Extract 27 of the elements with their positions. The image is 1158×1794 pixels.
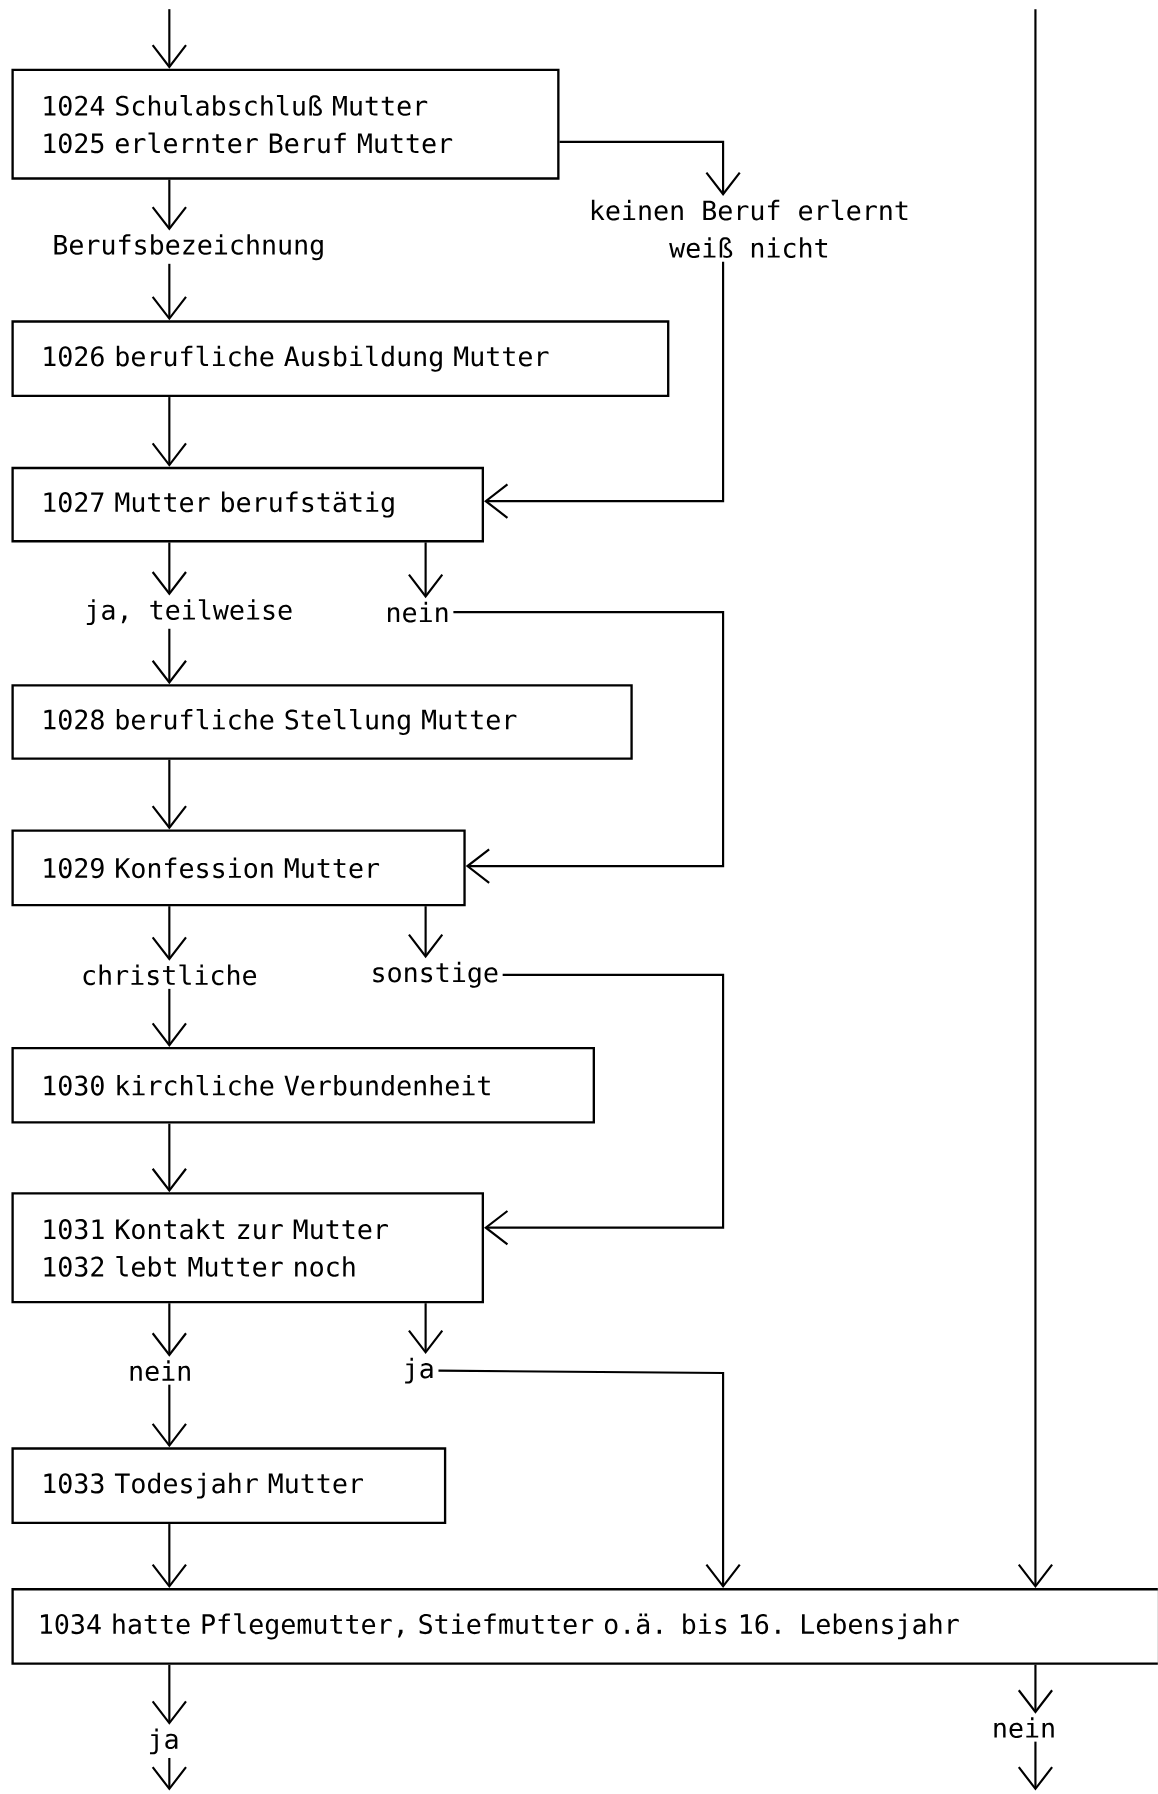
arrow bbox=[151, 759, 187, 830]
answer-label: ja, teilweise bbox=[86, 599, 292, 626]
process-box: 1031 Kontakt zur Mutter 1032 lebt Mutter noch bbox=[11, 1192, 485, 1304]
process-box: 1027 Mutter berufstätig bbox=[11, 466, 485, 543]
arrow bbox=[484, 261, 725, 519]
answer-label: nein bbox=[994, 1717, 1054, 1738]
arrow bbox=[453, 611, 725, 884]
answer-label: nein bbox=[388, 601, 448, 623]
answer-label: ja bbox=[405, 1357, 433, 1384]
arrow bbox=[559, 140, 741, 197]
answer-label: keinen Beruf erlernt weiß nicht bbox=[592, 199, 908, 258]
answer-label: sonstige bbox=[373, 961, 498, 988]
answer-label: christliche bbox=[83, 964, 257, 986]
answer-label: Berufsbezeichnung bbox=[54, 234, 323, 261]
arrow bbox=[151, 397, 187, 467]
process-box: 1034 hatte Pflegemutter, Stiefmutter o.ä. bis 16. Lebensjahr bbox=[11, 1588, 1158, 1665]
process-box: 1030 kirchliche Verbundenheit bbox=[11, 1046, 596, 1124]
answer-label: nein bbox=[130, 1360, 190, 1381]
process-box: 1033 Todesjahr Mutter bbox=[11, 1447, 447, 1525]
arrow bbox=[1018, 9, 1054, 1589]
arrow bbox=[484, 973, 725, 1246]
answer-label: ja bbox=[150, 1728, 178, 1755]
process-box: 1024 Schulabschluß Mutter 1025 erlernter Beruf Mutter bbox=[11, 68, 560, 180]
process-box: 1026 berufliche Ausbildung Mutter bbox=[11, 320, 670, 398]
process-box: 1028 berufliche Stellung Mutter bbox=[11, 684, 633, 760]
arrow bbox=[438, 1369, 741, 1589]
process-box: 1029 Konfession Mutter bbox=[11, 829, 466, 907]
